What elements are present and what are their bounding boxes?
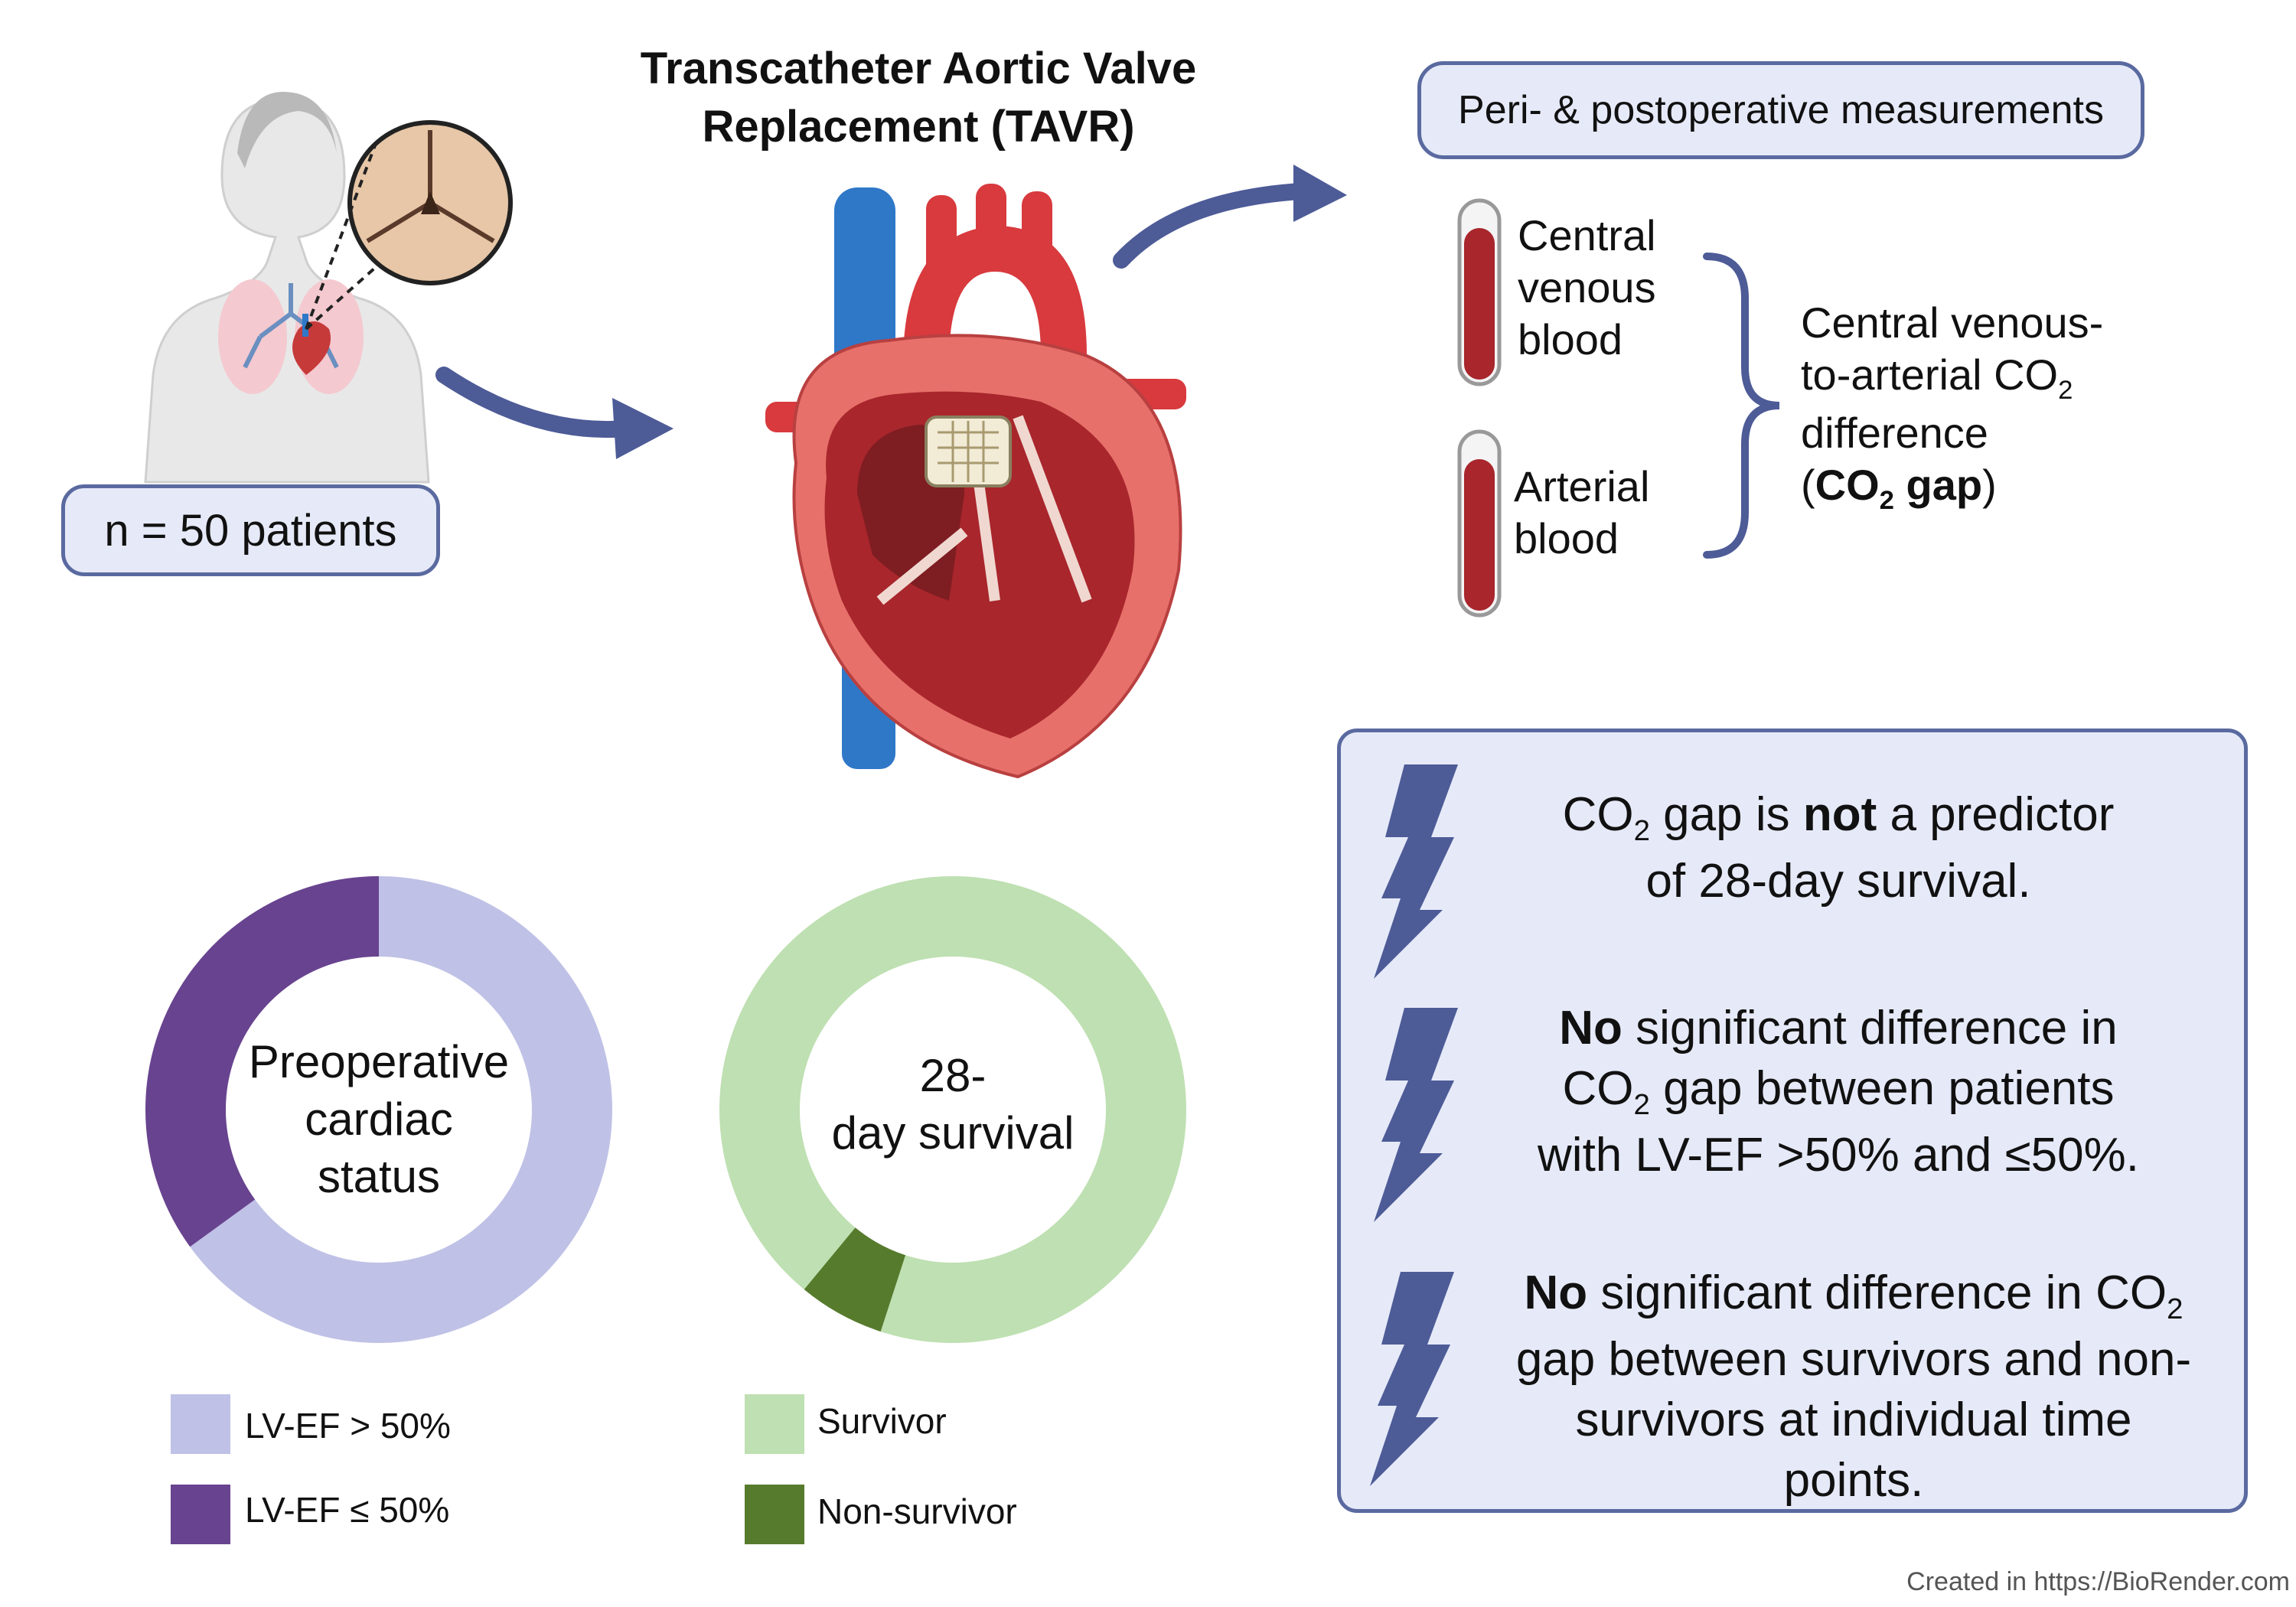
- zoom-line-1: [305, 145, 377, 330]
- arterial-tube-icon: [1457, 429, 1502, 618]
- patient-illustration: [144, 92, 513, 484]
- patients-label: n = 50 patients: [104, 505, 397, 556]
- legend-label-non-survivor: Non-survivor: [817, 1491, 1017, 1531]
- bolt-icon: [1374, 764, 1458, 979]
- finding-1: CO2 gap is not a predictor of 28-day sur…: [1562, 788, 2115, 908]
- lvef-donut-chart: [145, 876, 612, 1343]
- arterial-blood-label: Arterial blood: [1514, 462, 1650, 562]
- survival-donut-center-label: 28- day survival: [831, 1050, 1075, 1159]
- legend-label-lvef-low: LV-EF ≤ 50%: [245, 1490, 450, 1530]
- survival-slice-0: [719, 876, 1186, 1343]
- title-line-1: Transcatheter Aortic Valve: [640, 44, 1197, 93]
- aortic-branch-2: [976, 184, 1006, 268]
- legend-swatch-lvef-low: [171, 1485, 230, 1544]
- aortic-branch-3: [1022, 191, 1052, 275]
- lvef-donut-center-label: Preoperative cardiac status: [248, 1036, 510, 1202]
- arrow-to-measurements: [1113, 165, 1347, 269]
- findings-box: CO2 gap is not a predictor of 28-day sur…: [1337, 729, 2248, 1513]
- heart-small-icon: [292, 314, 331, 375]
- legend-swatch-survivor: [745, 1394, 804, 1454]
- tavr-valve-icon: [925, 416, 1012, 487]
- bolt-icon: [1374, 1008, 1458, 1222]
- brace-icon: [1703, 253, 1780, 559]
- valve-cusps: [366, 130, 495, 243]
- survival-slice-1: [804, 1227, 906, 1332]
- lvef-slice-1: [145, 876, 380, 1247]
- legend-swatch-lvef-high: [171, 1394, 230, 1454]
- measurements-pill: Peri- & postoperative measurements: [1417, 61, 2144, 159]
- legend-swatch-non-survivor: [745, 1485, 804, 1544]
- finding-2: No significant difference in CO2 gap bet…: [1538, 1002, 2139, 1182]
- bolt-icon: [1370, 1272, 1454, 1486]
- measurements-label: Peri- & postoperative measurements: [1458, 88, 2104, 132]
- zoom-line-2: [305, 266, 377, 331]
- co2-gap-description: Central venous- to-arterial CO2 differen…: [1801, 298, 2104, 516]
- legend-label-lvef-high: LV-EF > 50%: [245, 1406, 451, 1446]
- finding-3: No significant difference in CO2 gap bet…: [1515, 1266, 2192, 1507]
- lvef-slice-0: [190, 876, 612, 1343]
- venous-tube-icon: [1457, 198, 1502, 386]
- survival-donut-chart: [719, 876, 1186, 1343]
- aortic-branch-1: [926, 195, 957, 279]
- biorender-credit: Created in https://BioRender.com: [1906, 1567, 2290, 1596]
- arrow-to-heart: [435, 367, 673, 459]
- page-title: Transcatheter Aortic Valve Replacement (…: [536, 40, 1301, 156]
- venous-blood-label: Central venous blood: [1518, 211, 1656, 363]
- heart-illustration: [765, 184, 1186, 779]
- patients-pill: n = 50 patients: [61, 484, 440, 576]
- title-line-2: Replacement (TAVR): [702, 102, 1135, 152]
- legend-label-survivor: Survivor: [817, 1401, 947, 1441]
